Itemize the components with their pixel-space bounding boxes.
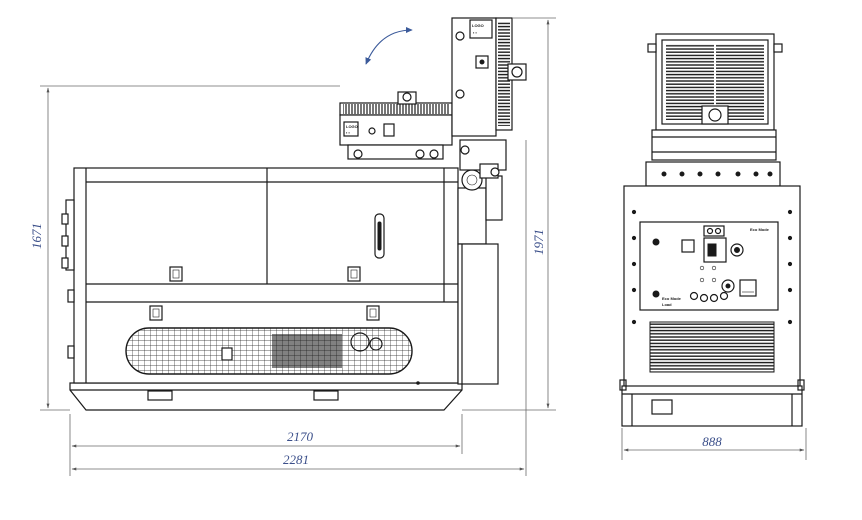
dim-length-overall: 2281 xyxy=(283,452,309,467)
skid-base xyxy=(69,382,463,411)
front-dimensions: 888 xyxy=(621,428,807,460)
front-base xyxy=(621,385,803,427)
svg-text:LOGO: LOGO xyxy=(472,23,484,28)
forklift-pocket-left xyxy=(147,390,173,401)
panel-switch xyxy=(681,239,695,253)
front-louvre xyxy=(649,321,775,373)
side-view: LOGO ▪ ▪ LOGO ▪ ▪ xyxy=(61,17,527,411)
front-view: Eco Mode Eco Mode Load xyxy=(619,33,805,427)
rotation-arrow xyxy=(365,26,413,65)
rear-column xyxy=(457,187,487,245)
svg-text:▪ ▪: ▪ ▪ xyxy=(346,130,351,135)
dim-height-overall: 1971 xyxy=(531,229,546,255)
svg-text:Load: Load xyxy=(662,302,672,307)
radiator-raised: LOGO ▪ ▪ xyxy=(451,17,527,137)
door-handle-3 xyxy=(149,305,163,321)
ventilation-grille xyxy=(125,327,413,375)
svg-text:Eco Mode: Eco Mode xyxy=(750,227,770,232)
svg-text:▪ ▪: ▪ ▪ xyxy=(473,30,478,35)
door-handle-1 xyxy=(169,266,183,282)
dim-length-body: 2170 xyxy=(287,429,314,444)
side-dimensions: 1671 1971 2170 2281 xyxy=(29,17,556,476)
svg-text:LOGO: LOGO xyxy=(346,124,358,129)
forklift-pocket-right xyxy=(313,390,339,401)
dim-height-front: 1671 xyxy=(29,223,44,249)
radiator-folded: LOGO ▪ ▪ xyxy=(339,91,453,160)
rear-box xyxy=(457,243,499,385)
svg-text:Eco Mode: Eco Mode xyxy=(662,296,682,301)
dim-width: 888 xyxy=(702,434,722,449)
panel-meter xyxy=(739,279,757,297)
door-handle-2 xyxy=(347,266,361,282)
door-handle-4 xyxy=(366,305,380,321)
